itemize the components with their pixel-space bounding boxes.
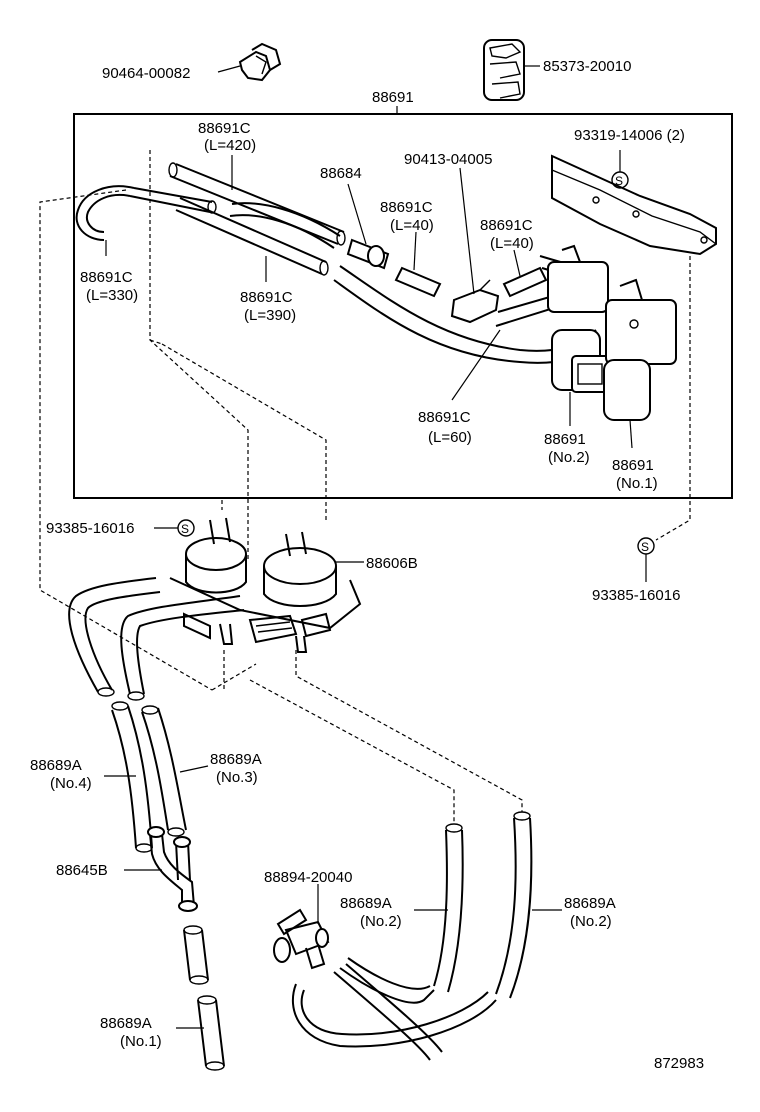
label-bolt-left: 93385-16016	[46, 520, 134, 537]
bolt-symbol-left	[177, 519, 195, 537]
tee-pipe-88645b	[147, 826, 198, 912]
label-vsv-no1-sub: (No.1)	[616, 475, 658, 492]
label-hose-no3: 88689A	[210, 751, 262, 768]
label-hose-no4-sub: (No.4)	[50, 775, 92, 792]
leader-union	[459, 167, 475, 295]
label-hose-l330: 88691C	[80, 269, 133, 286]
label-joint-88894: 88894-20040	[264, 869, 352, 886]
label-hose-l330-len: (L=330)	[86, 287, 138, 304]
hose-l40-b	[502, 266, 548, 298]
leader-hose-l40-a	[413, 231, 417, 271]
union-90413	[450, 279, 500, 324]
leader-hose-l40-b	[513, 249, 521, 277]
valve-88606b	[169, 517, 362, 653]
label-hose-l60: 88691C	[418, 409, 471, 426]
diagram-number: 872983	[654, 1055, 704, 1072]
label-hose-l390: 88691C	[240, 289, 293, 306]
label-hose-l40-a-len: (L=40)	[390, 217, 434, 234]
label-hose-no2b: 88689A	[564, 895, 616, 912]
bolt-symbol-text-bracket: S	[615, 174, 623, 188]
label-hose-l40-b-len: (L=40)	[490, 235, 534, 252]
label-bolt-right: 93385-16016	[592, 587, 680, 604]
joint-88894	[273, 908, 330, 970]
label-hose-no1-sub: (No.1)	[120, 1033, 162, 1050]
label-union: 90413-04005	[404, 151, 492, 168]
hose-no3-upper	[120, 595, 245, 701]
label-joint-88684: 88684	[320, 165, 362, 182]
label-hose-no1: 88689A	[100, 1015, 152, 1032]
leader-hose-no3	[179, 765, 209, 773]
label-hose-l420-len: (L=420)	[204, 137, 256, 154]
label-tee-pipe: 88645B	[56, 862, 108, 879]
leader-joint-88684	[347, 183, 367, 245]
label-hose-l40-b: 88691C	[480, 217, 533, 234]
leader-vsv-no1	[629, 419, 633, 449]
joint-88684	[346, 238, 390, 270]
label-hose-no2b-sub: (No.2)	[570, 913, 612, 930]
label-hose-l420: 88691C	[198, 120, 251, 137]
leader-hose-l60	[451, 329, 501, 401]
bolt-symbol-text-left: S	[181, 522, 189, 536]
assembly-label: 88691	[372, 89, 414, 106]
vsv-no1	[603, 278, 677, 421]
hose-l390	[175, 197, 341, 276]
bolt-symbol-bracket	[611, 171, 629, 189]
bolt-symbol-text-right: S	[641, 540, 649, 554]
label-vsv-no2: 88691	[544, 431, 586, 448]
label-clamp: 85373-20010	[543, 58, 631, 75]
label-hose-l390-len: (L=390)	[244, 307, 296, 324]
label-hose-no4: 88689A	[30, 757, 82, 774]
clamp-part-drawing	[483, 39, 525, 101]
label-clip: 90464-00082	[102, 65, 190, 82]
hose-no4-upper	[68, 577, 161, 697]
label-vsv-no2-sub: (No.2)	[548, 449, 590, 466]
label-bracket-bolt: 93319-14006 (2)	[574, 127, 685, 144]
assembly-box	[73, 113, 733, 499]
hose-no3	[141, 705, 187, 837]
hose-no1	[183, 925, 225, 1071]
label-hose-no3-sub: (No.3)	[216, 769, 258, 786]
label-valve: 88606B	[366, 555, 418, 572]
label-hose-l40-a: 88691C	[380, 199, 433, 216]
leader-clip	[217, 65, 241, 73]
bracket-drawing	[551, 154, 717, 256]
hose-l330	[75, 185, 217, 241]
dashed-guides	[39, 150, 691, 822]
label-vsv-no1: 88691	[612, 457, 654, 474]
label-hose-l60-len: (L=60)	[428, 429, 472, 446]
label-hose-no2a: 88689A	[340, 895, 392, 912]
label-hose-no2a-sub: (No.2)	[360, 913, 402, 930]
hose-l40-a	[394, 266, 442, 298]
vsv-no2	[547, 244, 611, 393]
clip-part-drawing	[238, 42, 282, 82]
hose-no2-b	[333, 811, 533, 1061]
